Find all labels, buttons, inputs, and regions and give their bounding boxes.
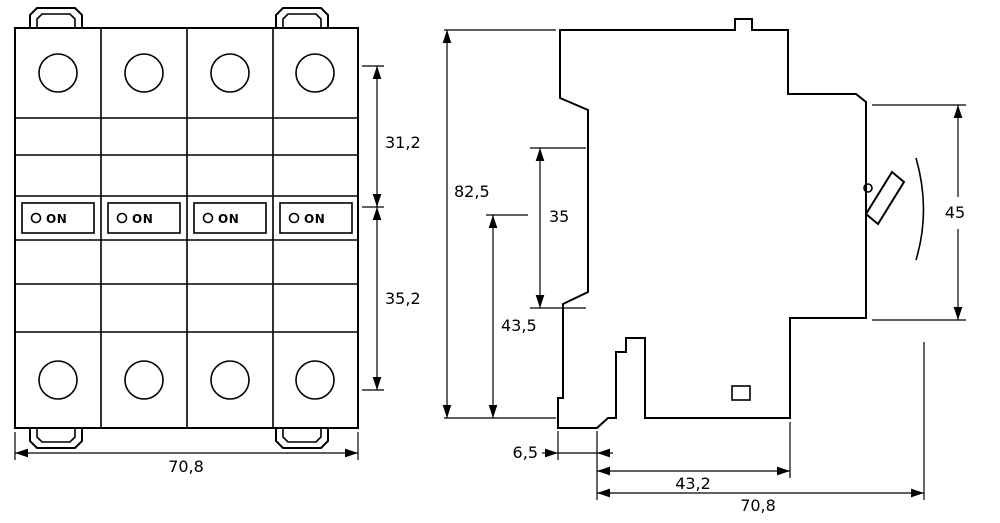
on-label: ON [218, 212, 239, 226]
mounting-tab-top-right [275, 7, 329, 28]
dim-front-width: 70,8 [14, 432, 359, 476]
front-view: ON ON ON ON 31,2 35,2 [14, 7, 421, 476]
terminal-screw [38, 53, 78, 93]
dim-label-45: 45 [945, 203, 965, 222]
body-horizontal-lines [15, 117, 358, 333]
on-indicator-dot [202, 212, 214, 224]
switch-window [21, 202, 95, 234]
terminal-screw [124, 360, 164, 400]
dim-label-35-2: 35,2 [385, 289, 421, 308]
terminal-screw [38, 360, 78, 400]
on-label: ON [132, 212, 153, 226]
extension-lines [872, 104, 966, 321]
on-indicator-dot [30, 212, 42, 224]
dim-rail-height: 35 [530, 147, 586, 309]
lever-swing-arc [915, 157, 925, 261]
pole-switch-4: ON [279, 202, 353, 234]
rear-clip-tab [731, 385, 751, 401]
dim-label-35: 35 [549, 207, 569, 226]
extension-lines [14, 432, 359, 460]
extension-lines [444, 29, 556, 419]
dim-lower-height: 35,2 [362, 207, 421, 391]
mounting-tab-top-left-inner [36, 13, 76, 28]
dim-label-70-8-front: 70,8 [168, 457, 204, 476]
dim-body-depth: 43,2 [597, 422, 791, 493]
dim-bottom-to-rail: 43,5 [486, 214, 537, 418]
on-indicator-dot [288, 212, 300, 224]
switch-window [279, 202, 353, 234]
extension-lines [530, 147, 586, 309]
mounting-foot-bottom-right [275, 428, 329, 449]
terminal-screw [124, 53, 164, 93]
terminal-screw [210, 53, 250, 93]
dim-clip-depth: 6,5 [513, 431, 613, 500]
mounting-foot-bottom-right-inner [282, 428, 322, 443]
dim-label-6-5: 6,5 [513, 443, 538, 462]
extension-lines [557, 431, 598, 500]
on-indicator-dot [116, 212, 128, 224]
dim-label-43-5: 43,5 [501, 316, 537, 335]
mounting-foot-bottom-left-inner [36, 428, 76, 443]
on-label: ON [46, 212, 67, 226]
dim-total-height: 82,5 [442, 29, 556, 419]
pole-dividers [100, 28, 274, 428]
terminal-screw [295, 53, 335, 93]
dim-label-31-2: 31,2 [385, 133, 421, 152]
pole-switch-3: ON [193, 202, 267, 234]
pole-switch-1: ON [21, 202, 95, 234]
switch-window [193, 202, 267, 234]
mounting-tab-top-right-inner [282, 13, 322, 28]
dim-label-43-2: 43,2 [675, 474, 711, 493]
toggle-lever [864, 170, 906, 226]
dim-label-70-8-side: 70,8 [740, 496, 776, 515]
terminal-screw [295, 360, 335, 400]
side-profile [557, 18, 867, 429]
mounting-foot-bottom-left [29, 428, 83, 449]
pole-switch-2: ON [107, 202, 181, 234]
extension-lines [362, 65, 384, 208]
dim-upper-height: 31,2 [362, 65, 421, 208]
switch-window [107, 202, 181, 234]
terminal-screw [210, 360, 250, 400]
mounting-tab-top-left [29, 7, 83, 28]
lever-pivot [863, 183, 873, 193]
side-view: 82,5 43,5 35 45 6,5 [442, 18, 966, 515]
dim-label-82-5: 82,5 [454, 182, 490, 201]
dim-front-face-height: 45 [872, 104, 966, 321]
on-label: ON [304, 212, 325, 226]
dim-total-depth: 70,8 [597, 342, 925, 515]
